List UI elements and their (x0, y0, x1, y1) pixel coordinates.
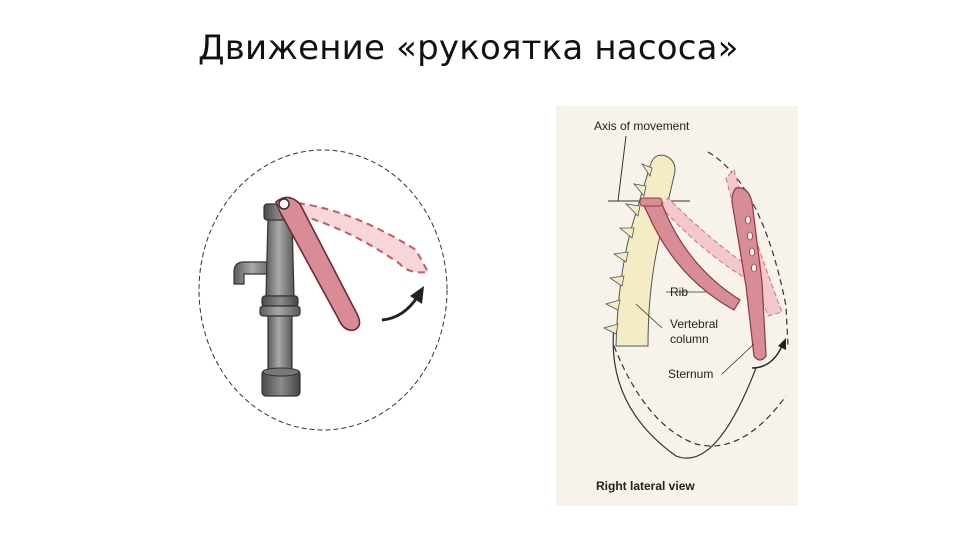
pump-illustration (196, 146, 450, 434)
pump-svg (198, 149, 448, 431)
axis-leader (617, 135, 627, 202)
vertebral-column (602, 154, 676, 347)
pump-handle (275, 196, 361, 332)
slide-title: Движение «рукоятка насоса» (198, 28, 739, 68)
label-vertebral-2: column (670, 332, 709, 346)
curved-arrow-icon (381, 286, 424, 322)
pump-pivot (278, 198, 290, 210)
thorax-diagram: Axis of movement Rib Vertebral column St… (556, 106, 798, 506)
label-rib: Rib (670, 285, 688, 299)
thorax-front-dashed (707, 151, 789, 347)
label-vertebral-1: Vertebral (670, 317, 718, 331)
pump-handle-raised (284, 200, 430, 274)
dashed-oval (198, 149, 448, 431)
figure-caption: Right lateral view (596, 479, 695, 493)
thorax-outline-expanded (613, 345, 787, 447)
sternum-notches (745, 215, 757, 273)
thorax-outline (612, 325, 757, 459)
label-sternum: Sternum (668, 367, 713, 381)
thorax-svg: Axis of movement Rib Vertebral column St… (594, 119, 789, 493)
movement-arrow (751, 345, 783, 369)
label-axis: Axis of movement (594, 119, 690, 133)
hand-pump-icon (233, 203, 301, 397)
sternum (731, 187, 767, 361)
